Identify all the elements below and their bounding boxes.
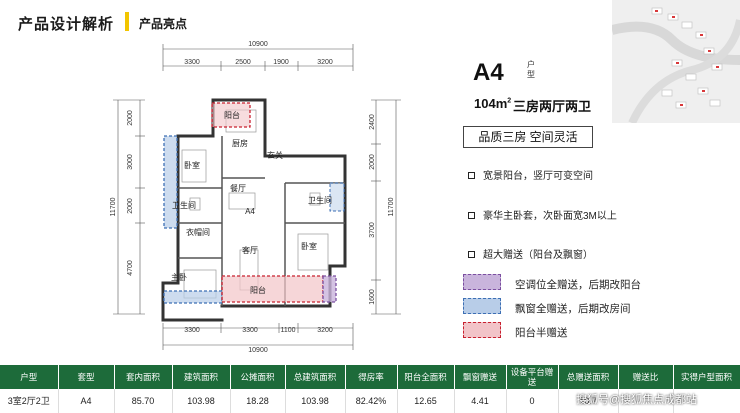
legend-swatch-blue <box>463 298 501 314</box>
room-bedroom-left: 卧室 <box>184 160 200 170</box>
dim-left-2: 3000 <box>127 154 134 170</box>
table-cell: 12.65 <box>397 389 455 413</box>
dim-right-2: 2000 <box>369 154 376 170</box>
room-unit-code: A4 <box>245 207 255 216</box>
dim-bottom-2: 3300 <box>242 327 258 334</box>
dim-top-4: 3200 <box>317 59 333 66</box>
room-master-bedroom: 主卧 <box>171 272 187 282</box>
table-header: 建筑面积 <box>172 365 231 389</box>
room-living: 客厅 <box>242 245 258 255</box>
dim-bottom-4: 3200 <box>317 327 333 334</box>
feature-point-1: 宽景阳台，竖厅可变空间 <box>468 167 593 182</box>
table-row: 3室2厅2卫 A4 85.70 103.98 18.28 103.98 82.4… <box>0 389 740 413</box>
table-cell: A4 <box>58 389 115 413</box>
checkbox-square-icon <box>468 251 475 258</box>
unit-code: A4 <box>473 59 504 86</box>
table-header: 户型 <box>0 365 59 389</box>
dim-left-1: 2000 <box>127 110 134 126</box>
room-kitchen: 厨房 <box>232 138 248 148</box>
table-cell: 103.98 <box>285 389 346 413</box>
room-bath-2: 卫生间 <box>308 195 332 205</box>
table-header: 套内面积 <box>114 365 173 389</box>
area-table: 户型 套型 套内面积 建筑面积 公摊面积 总建筑面积 得房率 阳台全面积 飘窗赠… <box>0 365 740 413</box>
room-dining: 餐厅 <box>230 184 246 193</box>
room-balcony-bottom: 阳台 <box>250 285 266 295</box>
table-cell: 18.28 <box>230 389 286 413</box>
dim-left-3: 2000 <box>127 198 134 214</box>
site-plan-thumbnail <box>612 0 740 123</box>
legend-swatch-purple <box>463 274 501 290</box>
room-bedroom-right: 卧室 <box>301 241 317 251</box>
dim-top-2: 2500 <box>235 59 251 66</box>
dim-right-1: 2400 <box>369 114 376 130</box>
table-cell: 10.7 <box>558 389 619 413</box>
checkbox-square-icon <box>468 172 475 179</box>
dim-right-4: 1600 <box>369 289 376 305</box>
feature-box: 品质三房 空间灵活 <box>463 126 593 148</box>
dim-bottom-total: 10900 <box>248 347 268 353</box>
table-cell <box>673 389 740 413</box>
dim-top-total: 10900 <box>248 41 268 48</box>
checkbox-square-icon <box>468 212 475 219</box>
table-header-row: 户型 套型 套内面积 建筑面积 公摊面积 总建筑面积 得房率 阳台全面积 飘窗赠… <box>0 365 740 389</box>
dim-right-total: 11700 <box>388 197 395 216</box>
table-cell: 0 <box>506 389 559 413</box>
feature-point-3: 超大赠送（阳台及飘窗） <box>468 246 593 261</box>
dim-right-3: 3700 <box>369 222 376 238</box>
page-title: 产品设计解析 <box>18 16 115 33</box>
legend-swatch-red <box>463 322 501 338</box>
dim-top-3: 1900 <box>273 59 289 66</box>
watermark: 搜狐号@搜狐焦点成都站 <box>576 394 698 406</box>
table-header: 阳台全面积 <box>397 365 455 389</box>
table-header: 赠送比 <box>618 365 674 389</box>
room-bath-1: 卫生间 <box>172 200 196 210</box>
table-header: 总赠送面积 <box>558 365 619 389</box>
unit-area: 104m2 <box>474 96 512 111</box>
table-header: 套型 <box>58 365 115 389</box>
dim-bottom-1: 3300 <box>184 327 200 334</box>
page-subtitle: 产品亮点 <box>139 17 188 31</box>
dim-left-total: 11700 <box>110 197 117 216</box>
table-cell: 85.70 <box>114 389 173 413</box>
room-cloakroom: 衣帽间 <box>186 227 210 237</box>
room-balcony-top: 阳台 <box>224 110 240 120</box>
table-header: 总建筑面积 <box>285 365 346 389</box>
table-header: 公摊面积 <box>230 365 286 389</box>
floor-plan: 10900 3300 2500 1900 3200 3300 3300 1100… <box>0 38 420 353</box>
title-divider-bar <box>125 12 129 31</box>
dim-top-1: 3300 <box>184 59 200 66</box>
table-header: 飘窗赠送 <box>454 365 507 389</box>
table-cell: 3室2厅2卫 <box>0 389 59 413</box>
table-cell: 82.42% <box>345 389 398 413</box>
dim-left-4: 4700 <box>127 260 134 276</box>
room-entry: 玄关 <box>267 150 283 160</box>
table-cell: 4.41 <box>454 389 507 413</box>
dim-bottom-3: 1100 <box>280 327 295 334</box>
feature-point-2: 豪华主卧套，次卧面宽3M以上 <box>468 207 617 222</box>
table-header: 得房率 <box>345 365 398 389</box>
unit-layout: 三房两厅两卫 <box>513 99 592 114</box>
unit-code-suffix: 户型 <box>527 60 535 79</box>
page-header: 产品设计解析 产品亮点 <box>0 0 610 44</box>
table-header: 实得户型面积 <box>673 365 740 389</box>
table-header: 设备平台赠送 <box>506 365 559 389</box>
table-cell: 103.98 <box>172 389 231 413</box>
